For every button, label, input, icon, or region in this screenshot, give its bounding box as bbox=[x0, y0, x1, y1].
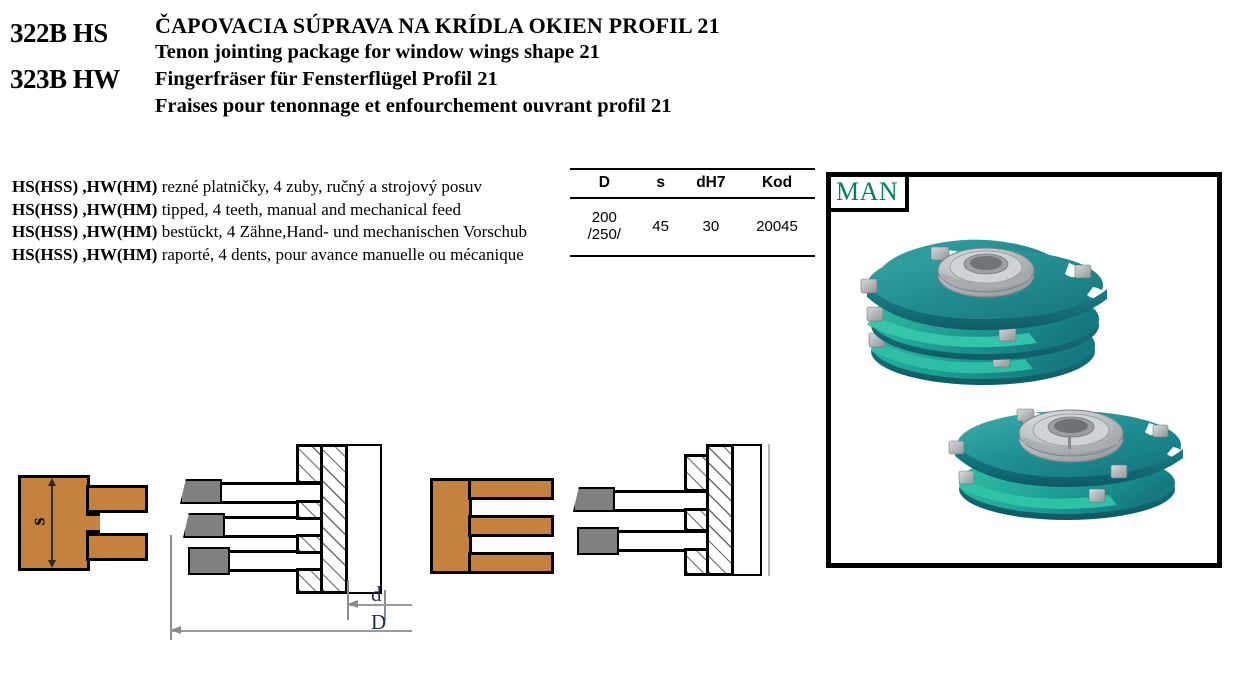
product-photo-frame: MAN bbox=[826, 172, 1222, 568]
cutter-insert-2 bbox=[183, 513, 225, 538]
cutter-head-upper-image bbox=[860, 239, 1107, 385]
cell-kod: 20045 bbox=[739, 198, 815, 257]
man-badge: MAN bbox=[831, 177, 910, 212]
description-line-fr: HS(HSS) ,HW(HM) raporté, 4 dents, pour a… bbox=[12, 244, 572, 267]
dim-ext-line-right bbox=[768, 444, 770, 576]
cutter-insert-1 bbox=[180, 479, 222, 504]
title-de: Fingerfräser für Fensterflügel Profil 21 bbox=[155, 68, 498, 90]
description-prefix: HS(HSS) ,HW(HM) bbox=[12, 222, 158, 241]
dim-line-D bbox=[170, 630, 412, 632]
title-en: Tenon jointing package for window wings … bbox=[155, 41, 600, 63]
arbor-shaft-right bbox=[706, 444, 734, 576]
cutter-insert-right-2 bbox=[577, 527, 619, 555]
column-header-s: s bbox=[638, 168, 683, 199]
spacer-right-1 bbox=[684, 454, 710, 492]
title-fr: Fraises pour tenonnage et enfourchement … bbox=[155, 95, 672, 117]
thickness-arrow-head-down bbox=[47, 560, 56, 568]
workpiece-tenon-middle bbox=[86, 513, 100, 533]
cutter-insert-3 bbox=[188, 547, 230, 575]
description-line-en: HS(HSS) ,HW(HM) tipped, 4 teeth, manual … bbox=[12, 199, 572, 222]
description-block: HS(HSS) ,HW(HM) rezné platničky, 4 zuby,… bbox=[12, 176, 572, 266]
cutter-insert-right-1 bbox=[573, 487, 615, 512]
description-text: tipped, 4 teeth, manual and mechanical f… bbox=[157, 199, 461, 219]
spec-table: D s dH7 Kod 200 /250/ 45 30 20045 bbox=[570, 168, 815, 257]
title-sk: ČAPOVACIA SÚPRAVA NA KRÍDLA OKIEN PROFIL… bbox=[155, 13, 720, 38]
workpiece-mortise-arm-middle bbox=[468, 515, 554, 537]
thickness-arrow-head-up bbox=[47, 478, 56, 486]
arbor-shaft bbox=[320, 444, 348, 594]
thickness-label: s bbox=[27, 517, 50, 526]
description-text: bestückt, 4 Zähne,Hand- und mechanischen… bbox=[157, 222, 527, 241]
cell-d: 200 /250/ bbox=[570, 198, 639, 257]
table-row: 200 /250/ 45 30 20045 bbox=[570, 198, 815, 257]
cell-s: 45 bbox=[638, 198, 683, 257]
column-header-dh7: dH7 bbox=[682, 168, 740, 199]
dim-arrow-D bbox=[170, 626, 181, 634]
machine-flange bbox=[346, 444, 382, 594]
description-text: rezné platničky, 4 zuby, ručný a strojov… bbox=[157, 177, 482, 196]
technical-drawing: s d D bbox=[0, 430, 830, 680]
diameter-label: D bbox=[371, 610, 387, 634]
column-header-kod: Kod bbox=[739, 168, 815, 199]
product-code-hw: 323B HW bbox=[10, 64, 120, 94]
dim-arrow-d bbox=[347, 600, 358, 608]
cutter-head-lower-image bbox=[948, 408, 1184, 520]
description-line-de: HS(HSS) ,HW(HM) bestückt, 4 Zähne,Hand- … bbox=[12, 221, 572, 244]
dim-ext-line-D-left bbox=[170, 535, 172, 640]
workpiece-tenon-prong-bottom bbox=[86, 533, 148, 561]
description-text: raporté, 4 dents, pour avance manuelle o… bbox=[157, 244, 524, 264]
table-header-row: D s dH7 Kod bbox=[570, 168, 815, 199]
product-code-hs: 322B HS bbox=[10, 18, 108, 48]
spec-table-element: D s dH7 Kod 200 /250/ 45 30 20045 bbox=[570, 168, 815, 257]
workpiece-mortise-arm-top bbox=[468, 478, 554, 500]
product-code-block: 322B HS 323B HW bbox=[10, 14, 150, 98]
dim-line-d bbox=[347, 604, 412, 606]
description-line-sk: HS(HSS) ,HW(HM) rezné platničky, 4 zuby,… bbox=[12, 176, 572, 199]
description-prefix: HS(HSS) ,HW(HM) bbox=[12, 199, 158, 219]
column-header-d: D bbox=[570, 168, 639, 199]
description-prefix: HS(HSS) ,HW(HM) bbox=[12, 177, 158, 196]
machine-flange-right bbox=[732, 444, 762, 576]
workpiece-tenon-prong-top bbox=[86, 485, 148, 513]
workpiece-mortise-arm-bottom bbox=[468, 552, 554, 574]
man-badge-label: MAN bbox=[836, 177, 899, 206]
thickness-arrow-line bbox=[51, 484, 53, 562]
description-prefix: HS(HSS) ,HW(HM) bbox=[12, 244, 158, 264]
workpiece-mortise-body bbox=[430, 478, 472, 574]
title-block: ČAPOVACIA SÚPRAVA NA KRÍDLA OKIEN PROFIL… bbox=[155, 12, 955, 120]
cell-dh7: 30 bbox=[682, 198, 740, 257]
bore-label: d bbox=[371, 582, 382, 606]
